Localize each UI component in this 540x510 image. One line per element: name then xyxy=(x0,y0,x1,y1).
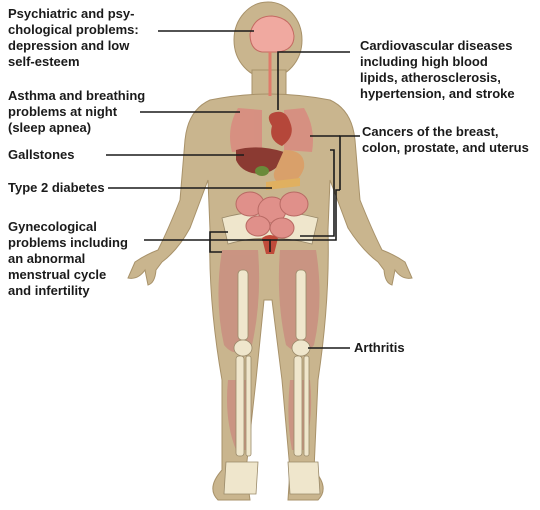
label-line: (sleep apnea) xyxy=(8,120,145,136)
label-line: Type 2 diabetes xyxy=(8,180,105,196)
label-line: Gynecological xyxy=(8,219,128,235)
label-line: chological problems: xyxy=(8,22,139,38)
label-line: Asthma and breathing xyxy=(8,88,145,104)
label-line: self-esteem xyxy=(8,54,139,70)
label-line: problems including xyxy=(8,235,128,251)
gallbladder xyxy=(255,166,269,176)
label-arthritis: Arthritis xyxy=(354,340,405,356)
label-line: hypertension, and stroke xyxy=(360,86,515,102)
label-line: menstrual cycle xyxy=(8,267,128,283)
label-line: including high blood xyxy=(360,54,515,70)
label-gynecological: Gynecological problems including an abno… xyxy=(8,219,128,299)
label-line: and infertility xyxy=(8,283,128,299)
label-line: problems at night xyxy=(8,104,145,120)
label-asthma: Asthma and breathing problems at night (… xyxy=(8,88,145,136)
label-gallstones: Gallstones xyxy=(8,147,74,163)
label-cardiovascular: Cardiovascular diseases including high b… xyxy=(360,38,515,102)
label-psychiatric: Psychiatric and psy- chological problems… xyxy=(8,6,139,70)
label-line: Arthritis xyxy=(354,340,405,356)
label-line: colon, prostate, and uterus xyxy=(362,140,529,156)
label-cancers: Cancers of the breast, colon, prostate, … xyxy=(362,124,529,156)
label-line: Cancers of the breast, xyxy=(362,124,529,140)
label-line: lipids, atherosclerosis, xyxy=(360,70,515,86)
label-line: Psychiatric and psy- xyxy=(8,6,139,22)
label-line: depression and low xyxy=(8,38,139,54)
label-line: an abnormal xyxy=(8,251,128,267)
label-diabetes: Type 2 diabetes xyxy=(8,180,105,196)
brain xyxy=(250,16,294,52)
label-line: Cardiovascular diseases xyxy=(360,38,515,54)
label-line: Gallstones xyxy=(8,147,74,163)
